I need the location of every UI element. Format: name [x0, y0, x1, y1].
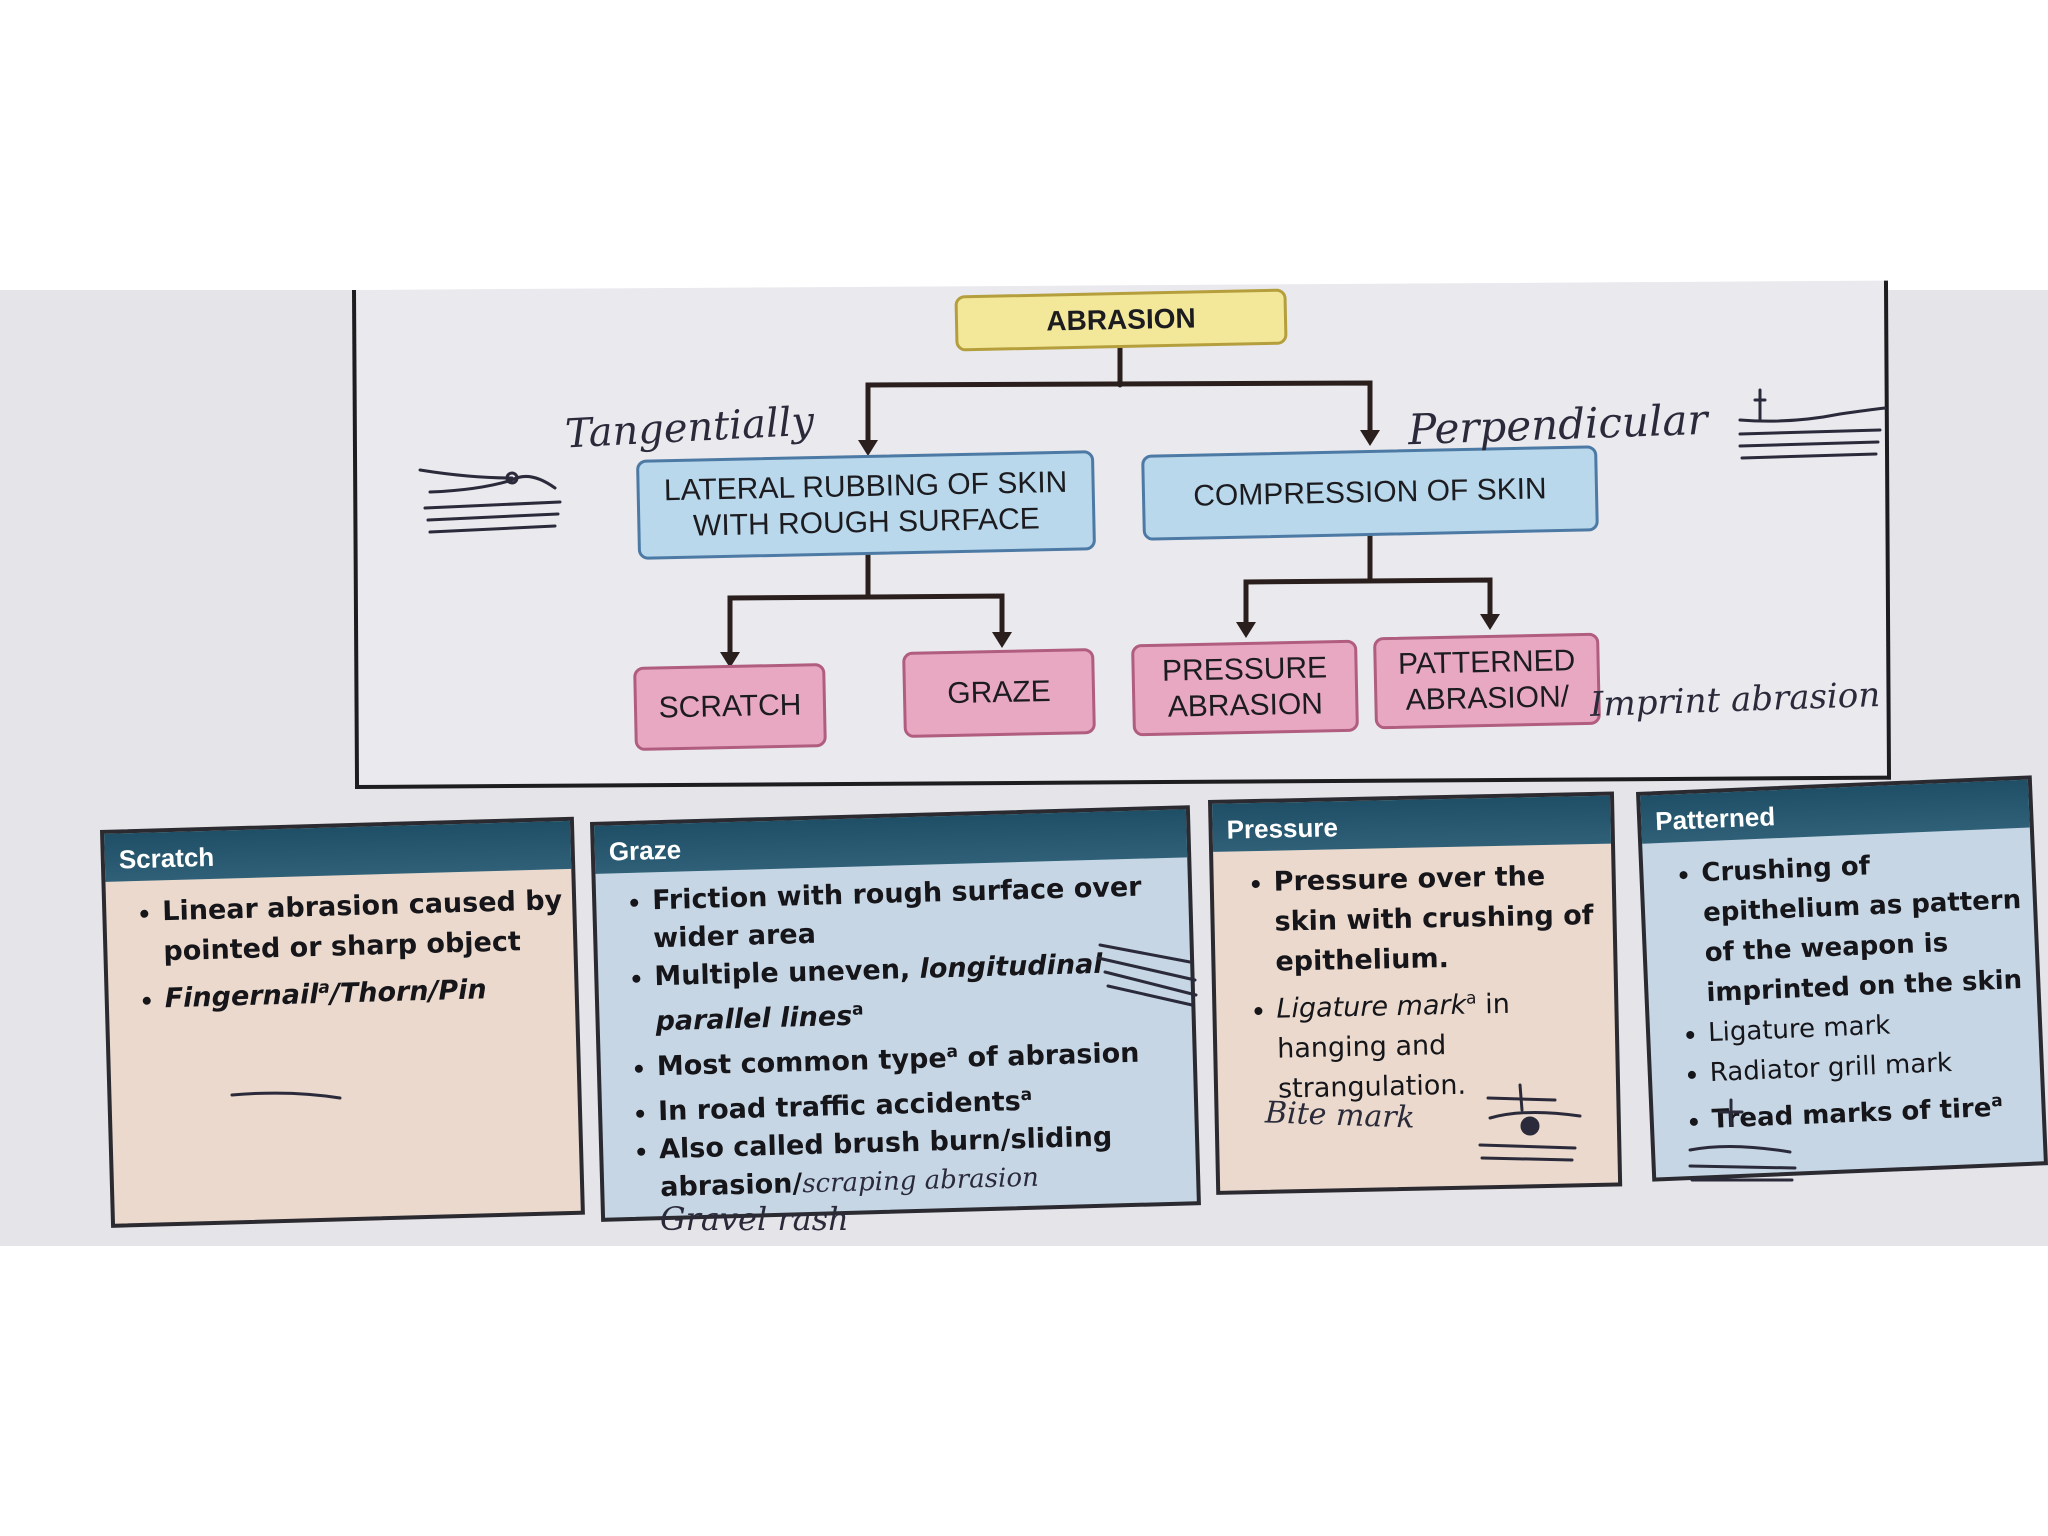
connector-root-bar [865, 380, 1373, 433]
graze-label: GRAZE [946, 674, 1051, 711]
patterned-card-list: Crushing of epithelium as pattern of the… [1642, 828, 2042, 1143]
arrow-head-lateral [858, 440, 878, 456]
graze-item-1: Friction with rough surface over wider a… [652, 868, 1180, 959]
arrow-head-compression [1360, 430, 1380, 446]
patterned-card: Patterned Crushing of epithelium as patt… [1636, 775, 2048, 1182]
lateral-rubbing-label: LATERAL RUBBING OF SKIN WITH ROUGH SURFA… [663, 465, 1068, 543]
gravel-rash-annotation: Gravel rash [660, 1200, 849, 1238]
graze-item-2: Multiple uneven, longitudinal parallel l… [654, 944, 1182, 1042]
arrow-head-patterned [1480, 614, 1500, 630]
pressure-abrasion-label: PRESSURE ABRASION [1161, 651, 1328, 724]
connector-lateral-bar [727, 593, 1005, 663]
perpendicular-annotation: Perpendicular [1407, 394, 1709, 455]
scratch-item-2: Fingernaila/Thorn/Pin [164, 961, 565, 1019]
arrow-head-graze [992, 632, 1012, 648]
scraping-abrasion-handwriting: scraping abrasion [801, 1162, 1040, 1200]
patterned-item-1: Crushing of epithelium as pattern of the… [1701, 840, 2027, 1013]
graze-card: Graze Friction with rough surface over w… [590, 805, 1201, 1222]
pressure-item-1: Pressure over the skin with crushing of … [1273, 856, 1603, 983]
scratch-card-list: Linear abrasion caused by pointed or sha… [105, 869, 575, 1021]
pressure-card-title: Pressure [1212, 795, 1612, 852]
patterned-abrasion-box: PATTERNED ABRASION/ [1373, 632, 1601, 730]
connector-compression-bar [1243, 577, 1493, 635]
lateral-rubbing-box: LATERAL RUBBING OF SKIN WITH ROUGH SURFA… [636, 450, 1096, 560]
scratch-item-1: Linear abrasion caused by pointed or sha… [162, 881, 564, 972]
pressure-card: Pressure Pressure over the skin with cru… [1208, 791, 1623, 1195]
abrasion-root-box: ABRASION [954, 288, 1288, 352]
patterned-abrasion-label: PATTERNED ABRASION/ [1397, 644, 1576, 717]
graze-box: GRAZE [902, 647, 1096, 739]
pressure-item-2: Ligature marka in hanging and strangulat… [1276, 976, 1607, 1110]
arrow-head-pressure [1236, 622, 1256, 638]
compression-label: COMPRESSION OF SKIN [1192, 472, 1547, 513]
graze-card-list: Friction with rough surface over wider a… [595, 857, 1196, 1208]
scratch-label: SCRATCH [658, 688, 802, 725]
pressure-card-list: Pressure over the skin with crushing of … [1213, 844, 1616, 1111]
scratch-box: SCRATCH [633, 662, 827, 752]
graze-item-5: Also called brush burn/sliding abrasion/… [659, 1117, 1187, 1208]
compression-box: COMPRESSION OF SKIN [1141, 445, 1599, 541]
bite-mark-annotation: Bite mark [1264, 1095, 1416, 1136]
pressure-abrasion-box: PRESSURE ABRASION [1131, 639, 1359, 737]
abrasion-root-label: ABRASION [1046, 302, 1196, 337]
arrow-head-scratch [720, 652, 740, 668]
scratch-card: Scratch Linear abrasion caused by pointe… [100, 816, 585, 1228]
